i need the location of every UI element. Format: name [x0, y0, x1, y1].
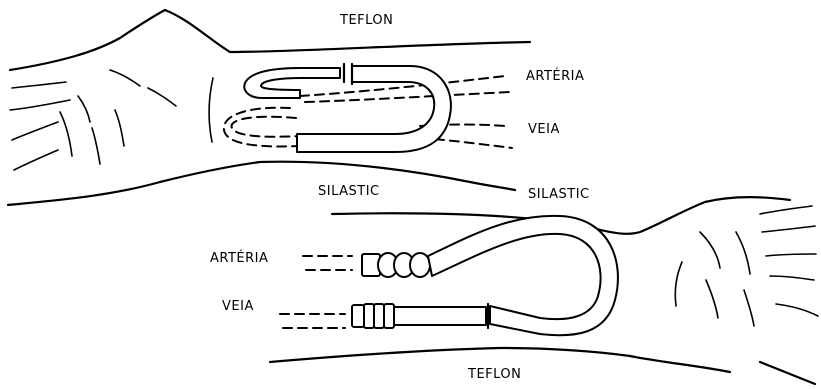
finger-line [770, 276, 814, 280]
finger-line [12, 122, 58, 140]
lower-vessels [280, 256, 352, 328]
palm-crease [115, 110, 124, 146]
label-teflon-top: TEFLON [339, 13, 393, 28]
palm-crease [706, 280, 718, 318]
wrist-crease [675, 262, 682, 306]
lower-venous-ring [384, 304, 394, 328]
palm-crease [736, 232, 750, 274]
lower-venous-cannula-tip [352, 305, 364, 327]
palm-crease [78, 96, 90, 122]
palm-crease [700, 232, 720, 268]
label-silastic-right: SILASTIC [528, 187, 590, 202]
label-veia-left: VEIA [222, 299, 254, 314]
lower-hand-bottom-contour [760, 362, 815, 384]
upper-vein-loop-dashed [232, 117, 300, 137]
finger-line [10, 100, 70, 110]
upper-arterial-cannula [244, 68, 340, 98]
lower-venous-ring [364, 304, 374, 328]
upper-vein-loop-dashed-outer [224, 108, 300, 147]
label-arteria-left: ARTÉRIA [210, 250, 268, 266]
label-veia-right: VEIA [528, 122, 560, 137]
palm-crease [92, 128, 100, 164]
lower-venous-ring [374, 304, 384, 328]
label-teflon-bottom: TEFLON [467, 367, 521, 382]
upper-arm-bottom-contour [8, 162, 515, 205]
finger-line [760, 206, 812, 214]
label-silastic-left: SILASTIC [318, 184, 380, 199]
palm-crease [60, 112, 72, 156]
palm-crease [110, 70, 140, 86]
finger-line [762, 226, 815, 232]
label-arteria-right: ARTÉRIA [526, 68, 584, 84]
palm-crease [148, 88, 176, 106]
finger-line [14, 150, 58, 170]
lower-arterial-bead [410, 253, 430, 277]
palm-crease [744, 290, 754, 326]
lower-venous-teflon-segment [394, 307, 486, 325]
upper-hand-top-contour [10, 10, 165, 70]
finger-line [766, 254, 816, 256]
finger-line [776, 304, 818, 316]
lower-shunt-tube [352, 216, 618, 335]
finger-line [12, 82, 66, 88]
wrist-crease [209, 78, 213, 142]
